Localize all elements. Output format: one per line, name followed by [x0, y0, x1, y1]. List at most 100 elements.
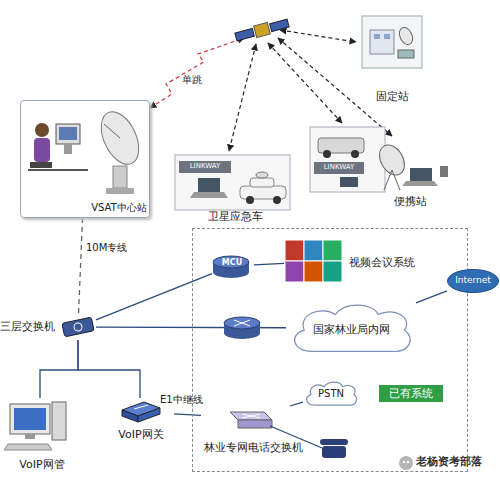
node-label: VoIP网管	[4, 458, 80, 471]
vehicle-picture	[310, 127, 385, 192]
watermark-eye	[403, 461, 405, 463]
solar-panel	[270, 19, 289, 31]
video-tile	[304, 240, 323, 261]
laptop-base	[190, 192, 228, 198]
satellite-body	[254, 22, 271, 37]
node-label: PSTN	[303, 388, 359, 400]
node-label: VSAT中心站	[87, 202, 151, 214]
wheel-icon	[323, 150, 331, 158]
node-label: 已有系统	[379, 385, 443, 402]
desk-line	[28, 169, 88, 171]
link-line	[96, 274, 212, 320]
gateway-mark	[134, 405, 148, 409]
phone-handset	[320, 439, 348, 445]
wheel-icon	[246, 196, 254, 204]
internet-ellipse: Internet	[447, 269, 499, 293]
device-icon	[398, 50, 414, 58]
portable-station: 便携站	[372, 135, 462, 211]
link-line	[174, 414, 201, 415]
intranet-cloud: 国家林业局内网	[286, 301, 416, 357]
emergency-vehicle: LINKWAY 卫星应急车	[172, 152, 293, 224]
tripod-leg	[392, 170, 400, 190]
screen-icon	[14, 408, 46, 430]
vehicle-station: LINKWAY	[308, 125, 387, 195]
link-label: E1中继线	[160, 394, 226, 406]
phone-base	[322, 446, 346, 458]
node-label: Internet	[447, 275, 499, 286]
video-conference: 视频会议系统	[284, 239, 444, 289]
wheel-icon	[351, 150, 359, 158]
switch-body	[62, 317, 94, 337]
station-picture	[362, 16, 422, 68]
satellite-link	[229, 44, 256, 151]
node-label: 便携站	[380, 195, 440, 208]
monitor-icon	[56, 124, 80, 144]
vehicle-picture	[175, 155, 290, 210]
dish-base	[106, 188, 134, 194]
switch-top	[230, 412, 272, 420]
laptop-screen	[340, 177, 358, 187]
node-label: 国家林业局内网	[291, 323, 411, 336]
watermark-icon	[399, 456, 413, 470]
modem-icon	[179, 161, 231, 173]
link-label: 10M专线	[86, 242, 146, 254]
monitor-stand	[64, 144, 72, 154]
operator-body	[34, 138, 50, 162]
gateway-front	[122, 410, 138, 422]
node-label: 林业专网电话交换机	[201, 441, 305, 454]
building-icon	[370, 30, 394, 54]
link-line	[79, 218, 83, 314]
satellite-icon	[234, 17, 289, 43]
dish-pedestal	[113, 166, 127, 188]
satellite-link	[268, 43, 342, 123]
gps-icon	[440, 166, 448, 177]
link-line	[416, 291, 447, 303]
dish-icon	[256, 172, 268, 178]
laptop-screen	[198, 178, 220, 192]
chair-icon	[30, 162, 52, 168]
video-tile	[323, 261, 342, 282]
node-label: 视频会议系统	[349, 256, 443, 269]
switch-arrow	[242, 414, 260, 418]
l3-switch: 三层交换机	[0, 314, 96, 340]
link-note: 单跳	[182, 74, 222, 86]
node-label: VoIP网关	[108, 428, 174, 441]
window-icon	[374, 34, 380, 39]
dish-icon	[374, 141, 409, 180]
router-top	[224, 317, 260, 329]
laptop-screen	[410, 168, 432, 181]
keyboard-icon	[4, 444, 52, 450]
switch-arrow	[242, 414, 260, 418]
center-station: VSAT中心站	[20, 100, 150, 218]
link-line	[254, 263, 284, 264]
node-label: MCU	[212, 258, 252, 268]
watermark: 老杨资考部落	[416, 455, 498, 468]
operator-head	[35, 123, 49, 137]
switch-icon	[62, 317, 94, 337]
hop-link	[150, 38, 244, 108]
monitor-icon	[10, 404, 50, 434]
link-line	[290, 402, 303, 406]
node-label: 卫星应急车	[195, 210, 275, 223]
video-tile	[285, 261, 304, 282]
watermark-eye	[407, 461, 409, 463]
phone-switch: 林业专网电话交换机	[201, 406, 305, 458]
video-tile	[323, 240, 342, 261]
node-label: LINKWAY	[179, 162, 231, 170]
wheel-icon	[273, 196, 281, 204]
node-label: LINKWAY	[314, 163, 364, 171]
pstn-cloud: PSTN	[303, 380, 359, 408]
video-tile	[304, 261, 323, 282]
link-line	[40, 340, 78, 398]
mcu-node: MCU	[212, 252, 254, 280]
car-roof	[250, 178, 274, 187]
fixed-station: 固定站	[356, 12, 428, 108]
screen-icon	[59, 127, 77, 140]
window-icon	[384, 34, 390, 39]
dish-icon	[397, 25, 415, 46]
router-arrow	[234, 320, 250, 326]
voip-manager: VoIP网管	[4, 398, 80, 478]
tower-icon	[52, 402, 66, 440]
